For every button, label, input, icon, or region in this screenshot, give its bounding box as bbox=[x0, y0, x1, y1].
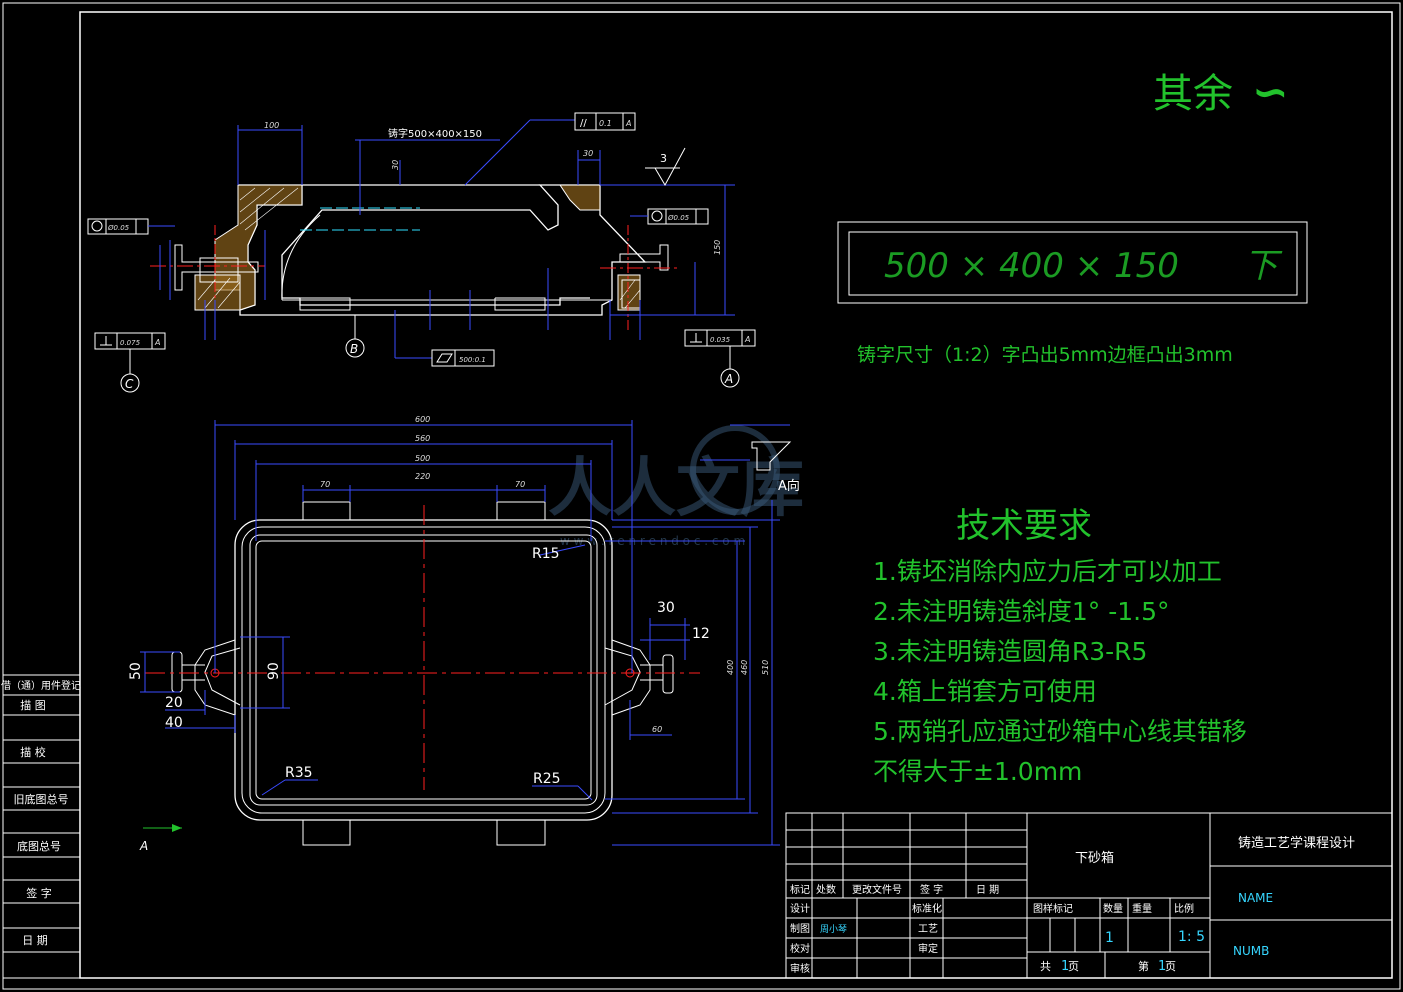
left-strip: 借（通）用件登记 描 图 描 校 旧底图总号 底图总号 签 字 日 期 bbox=[1, 674, 81, 979]
parallel-tolerance: 0.1 bbox=[599, 119, 612, 128]
pos-tol-left: Ø0.05 bbox=[107, 224, 130, 232]
rev-header: 签 字 bbox=[920, 883, 943, 896]
rev-header: 标记 bbox=[790, 884, 810, 896]
name-field: NAME bbox=[1238, 891, 1273, 905]
parallel-datum: A bbox=[625, 119, 631, 128]
tb-row-label2: 审定 bbox=[918, 942, 938, 955]
roughness-label: 其余 bbox=[1153, 71, 1233, 117]
quantity-value: 1 bbox=[1105, 930, 1114, 946]
radius-25: R25 bbox=[533, 771, 561, 787]
rev-header: 日 期 bbox=[976, 884, 999, 896]
tech-item: 4.箱上销套方可使用 bbox=[873, 677, 1097, 706]
tb-row-label: 审核 bbox=[790, 962, 810, 975]
section-title: 铸字500×400×150 bbox=[388, 127, 482, 140]
tech-item: 3.未注明铸造圆角R3-R5 bbox=[873, 637, 1147, 666]
tech-requirements: 技术要求 1.铸坯消除内应力后才可以加工 2.未注明铸造斜度1° -1.5° 3… bbox=[873, 506, 1247, 786]
tech-title: 技术要求 bbox=[956, 506, 1092, 546]
watermark: 人人文库 bbox=[548, 452, 804, 526]
left-strip-row: 描 校 bbox=[20, 745, 46, 759]
radius-35: R35 bbox=[285, 765, 313, 781]
datum-b: B bbox=[350, 342, 358, 356]
pos-tol-right: Ø0.05 bbox=[667, 214, 690, 222]
perp-tol-right: 0.035 bbox=[710, 336, 731, 344]
dim-30: 30 bbox=[657, 600, 675, 616]
view-a-label: A向 bbox=[778, 478, 800, 494]
dim-220: 220 bbox=[415, 472, 430, 481]
dim-510: 510 bbox=[761, 660, 770, 675]
dim-50: 50 bbox=[128, 662, 144, 680]
perp-datum-left: A bbox=[154, 338, 160, 347]
dim-top-right: 30 bbox=[583, 149, 593, 158]
roughness-symbol: ∽ bbox=[1252, 67, 1289, 118]
tech-item: 不得大于±1.0mm bbox=[873, 757, 1082, 786]
dim-500: 500 bbox=[415, 454, 430, 463]
flatness-tol: 500:0.1 bbox=[459, 356, 486, 364]
scale-value: 1: 5 bbox=[1178, 929, 1205, 945]
dim-90: 90 bbox=[266, 662, 282, 680]
datum-a: A bbox=[724, 372, 733, 386]
perp-datum-right: A bbox=[744, 335, 750, 344]
sheet-label: 第 bbox=[1138, 959, 1149, 973]
tech-item: 5.两销孔应通过砂箱中心线其错移 bbox=[873, 717, 1247, 746]
sheet-unit: 页 bbox=[1165, 960, 1176, 973]
dim-560: 560 bbox=[415, 434, 430, 443]
roughness-value: 3 bbox=[660, 152, 667, 165]
sheet-value: 1 bbox=[1158, 959, 1166, 974]
casting-note: 铸字尺寸（1:2）字凸出5mm边框凸出3mm bbox=[857, 344, 1233, 366]
dim-40: 40 bbox=[165, 715, 183, 731]
numb-field: NUMB bbox=[1233, 944, 1269, 958]
radius-15: R15 bbox=[532, 546, 560, 562]
dim-top-left: 100 bbox=[264, 121, 279, 130]
perp-tol-left: 0.075 bbox=[120, 339, 141, 347]
left-strip-header: 借（通）用件登记 bbox=[1, 679, 81, 692]
total-value: 1 bbox=[1061, 959, 1069, 974]
tech-item: 2.未注明铸造斜度1° -1.5° bbox=[873, 597, 1170, 626]
left-strip-row: 描 图 bbox=[20, 698, 46, 712]
section-view: 100 30 150 30 铸字500×400×150 // 0.1 A 3 bbox=[87, 112, 756, 393]
left-strip-row: 日 期 bbox=[22, 934, 48, 947]
plan-view: 人人文库 w w w . r e n r e n d o c . c o m bbox=[128, 415, 804, 853]
dim-70-left: 70 bbox=[320, 480, 330, 489]
mid-header: 图样标记 bbox=[1033, 902, 1073, 915]
course-title: 铸造工艺学课程设计 bbox=[1238, 835, 1355, 851]
dim-mid-height: 30 bbox=[391, 160, 400, 170]
part-name: 下砂箱 bbox=[1075, 850, 1114, 866]
casting-text-frame-outer bbox=[837, 221, 1308, 304]
left-strip-row: 底图总号 bbox=[17, 839, 61, 853]
rev-header: 处数 bbox=[816, 883, 836, 896]
arrow-a-label: A bbox=[139, 839, 148, 853]
inner-frame bbox=[79, 11, 1393, 979]
casting-text: 500 × 400 × 150 下 bbox=[884, 246, 1283, 286]
mid-header: 重量 bbox=[1132, 902, 1152, 915]
dim-20: 20 bbox=[165, 695, 183, 711]
dim-right-height: 150 bbox=[713, 240, 722, 255]
datum-c: C bbox=[125, 377, 134, 391]
left-strip-row: 签 字 bbox=[26, 886, 52, 900]
tb-row-label: 校对 bbox=[790, 942, 810, 955]
tech-item: 1.铸坯消除内应力后才可以加工 bbox=[873, 557, 1222, 586]
dim-12: 12 bbox=[692, 626, 710, 642]
tb-row-value: 周小琴 bbox=[820, 924, 847, 935]
dim-600: 600 bbox=[415, 415, 430, 424]
tb-row-label: 设计 bbox=[790, 902, 810, 915]
total-unit: 页 bbox=[1068, 960, 1079, 973]
title-block: 标记 处数 更改文件号 签 字 日 期 设计 标准化 制图 周小琴 校对 工艺 … bbox=[785, 812, 1393, 979]
casting-text-frame-inner bbox=[848, 231, 1298, 296]
tb-row-label2: 工艺 bbox=[918, 923, 938, 935]
parallel-symbol: // bbox=[580, 118, 587, 129]
tb-row-label: 制图 bbox=[790, 922, 810, 935]
dim-60: 60 bbox=[652, 725, 662, 734]
dim-70-right: 70 bbox=[515, 480, 525, 489]
mid-header: 比例 bbox=[1174, 902, 1194, 915]
dim-460: 460 bbox=[740, 660, 749, 675]
tb-row-label2: 标准化 bbox=[912, 902, 942, 915]
rev-header: 更改文件号 bbox=[852, 883, 902, 896]
mid-header: 数量 bbox=[1103, 902, 1123, 915]
dim-400: 400 bbox=[726, 660, 735, 675]
left-strip-row: 旧底图总号 bbox=[14, 792, 69, 806]
total-label: 共 bbox=[1040, 960, 1051, 973]
